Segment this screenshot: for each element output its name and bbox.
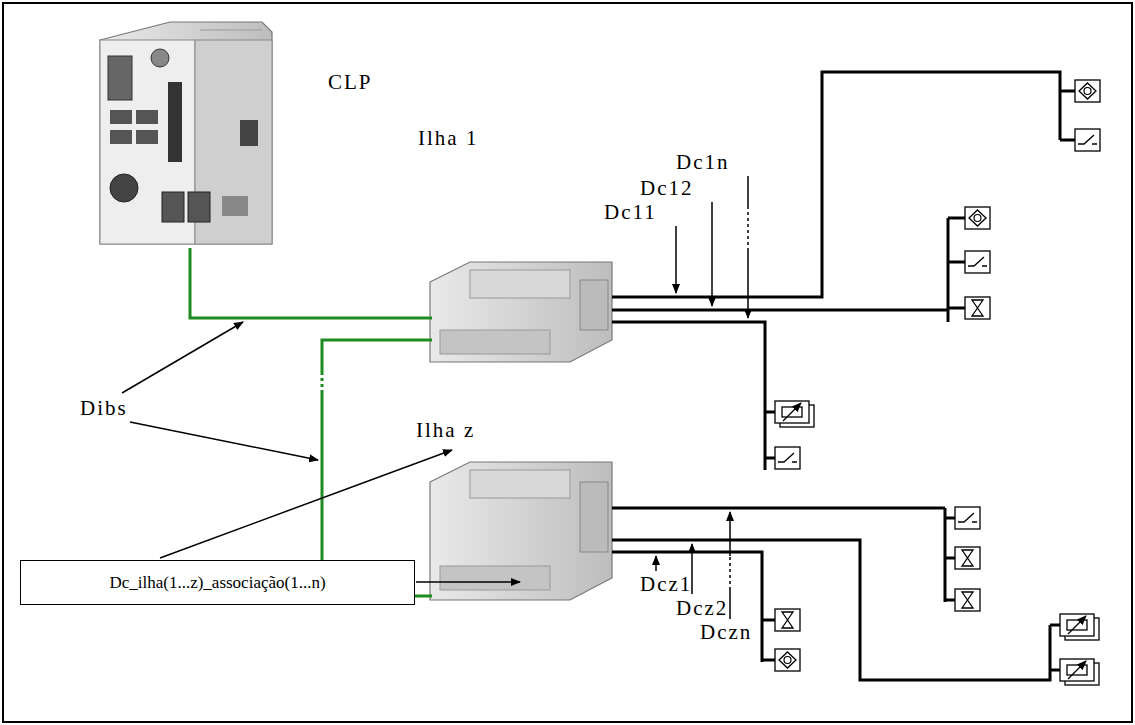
field-wire [612,508,1060,680]
callout-label: Dcz1 [640,572,692,597]
callout-label: CLP [328,70,373,95]
callout-label: Dczn [700,620,752,645]
leader-arrow [122,176,748,619]
callout-label: Ilha z [416,418,475,443]
callout-label: Ilha 1 [418,126,478,151]
callout-label: Dcz2 [676,596,728,621]
plc-device [100,22,272,244]
field-wire [612,72,1075,470]
outer-frame [3,3,1132,722]
bus-wire [190,248,432,596]
island-module-z [430,462,612,600]
callout-box: Dc_ilha(1...z)_associação(1...n) [20,560,415,605]
device-symbol [775,80,1100,685]
callout-label: Dc1n [676,150,730,175]
callout-label: Dc12 [640,176,694,201]
callout-label: Dc11 [604,200,657,225]
box-text: Dc_ilha(1...z)_associação(1...n) [109,573,325,593]
island-module-1 [430,262,612,362]
callout-label: Dibs [80,396,128,421]
